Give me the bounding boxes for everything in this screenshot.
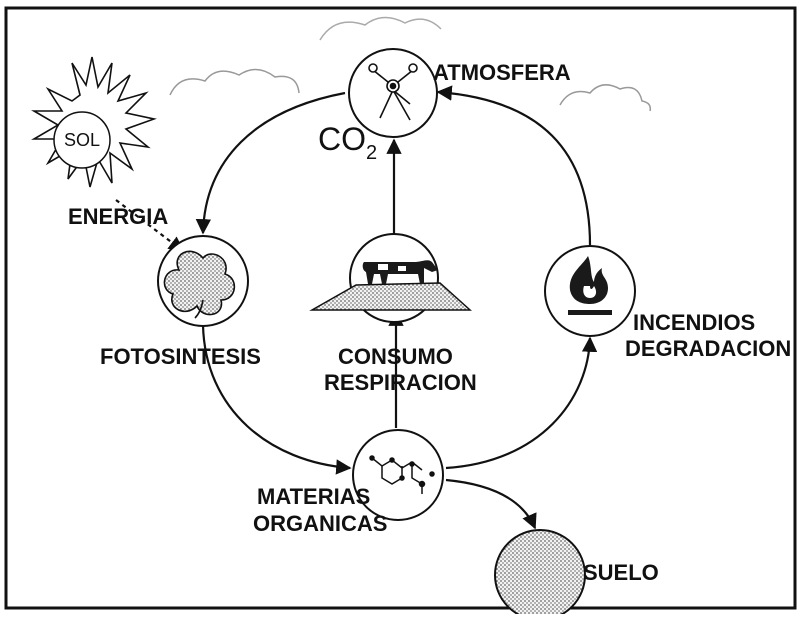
fotosintesis-node (158, 236, 248, 326)
materias-label: MATERIAS (257, 484, 370, 509)
incendios-label: INCENDIOS (633, 310, 755, 335)
degradacion-label: DEGRADACION (625, 336, 791, 361)
soil-sphere-icon (495, 530, 585, 614)
fotosintesis-label: FOTOSINTESIS (100, 344, 261, 369)
incendios-node (545, 246, 635, 336)
energia-label: ENERGIA (68, 204, 168, 229)
organicas-label: ORGANICAS (253, 511, 387, 536)
suelo-node (495, 530, 585, 614)
respiracion-label: RESPIRACION (324, 370, 477, 395)
atmosfera-label: ATMOSFERA (433, 60, 571, 85)
consumo-label: CONSUMO (338, 344, 453, 369)
sol-label: SOL (64, 130, 100, 150)
suelo-label: SUELO (583, 560, 659, 585)
